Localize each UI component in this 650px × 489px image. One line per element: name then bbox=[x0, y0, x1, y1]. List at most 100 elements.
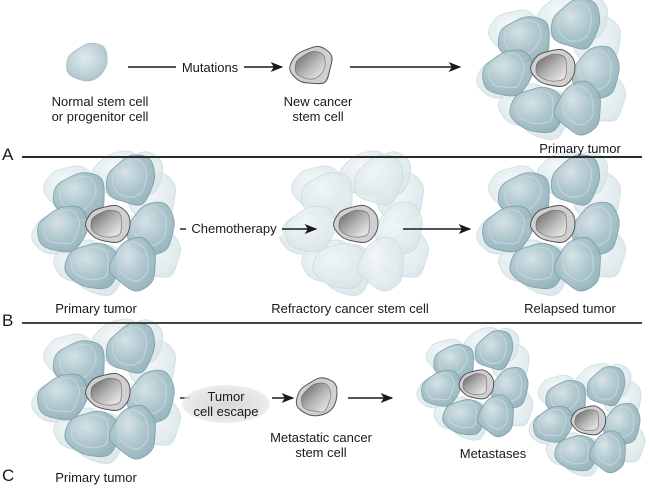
tumor-cell-nucleus-outline bbox=[70, 414, 109, 449]
tumor-cell-nucleus-outline bbox=[487, 53, 526, 89]
tumor-cell bbox=[64, 410, 119, 458]
cancer-stem-cell bbox=[570, 405, 607, 436]
tumor-cell-nucleus-outline bbox=[364, 241, 397, 282]
tumor-cell bbox=[105, 154, 156, 206]
tumor-cell-nucleus-outline bbox=[561, 85, 594, 126]
stem-cell-nucleus bbox=[535, 209, 567, 238]
tumor-cell bbox=[533, 406, 574, 443]
tumor-cell-nucleus-outline bbox=[556, 2, 593, 42]
cancer-stem-cell bbox=[458, 369, 495, 400]
primary-tumor-c bbox=[31, 318, 182, 464]
tumor-cell-nucleus-outline bbox=[116, 241, 149, 282]
tumor-cell-nucleus-outline bbox=[487, 209, 526, 245]
stem-cell-nucleus bbox=[301, 382, 332, 413]
stem-cell-nucleus bbox=[90, 377, 122, 406]
stem-cell-nucleus bbox=[90, 209, 122, 238]
primary-tumor-b bbox=[31, 150, 182, 296]
tumor-cell-escape-label-line2: cell escape bbox=[193, 404, 259, 419]
primary-tumor-label-a: Primary tumor bbox=[539, 141, 621, 156]
normal-stem-cell-label-line1: Normal stem cell bbox=[51, 94, 149, 109]
tumor-cell-nucleus-outline bbox=[479, 333, 508, 365]
tumor-cell bbox=[509, 86, 564, 134]
primary-tumor-label-c: Primary tumor bbox=[55, 470, 137, 485]
tumor-cell bbox=[554, 434, 598, 472]
panel-letter-b: B bbox=[2, 311, 14, 330]
metastasis-2 bbox=[528, 362, 646, 477]
tumor-cell bbox=[588, 430, 626, 474]
relapsed-tumor bbox=[476, 150, 627, 296]
panel-letter-a: A bbox=[2, 145, 14, 164]
normal-stem-cell-label-line2: or progenitor cell bbox=[51, 109, 149, 124]
mutations-label: Mutations bbox=[176, 60, 244, 75]
refractory-tumor-faded bbox=[279, 150, 430, 296]
metastatic-cancer-stem-cell bbox=[295, 377, 338, 417]
tumor-cell-nucleus-outline bbox=[359, 158, 396, 198]
metastatic-cancer-stem-cell-label-line1: Metastatic cancer bbox=[270, 430, 372, 445]
tumor-cell bbox=[509, 242, 564, 290]
metastasis-1 bbox=[416, 326, 534, 441]
tumor-cell-nucleus-outline bbox=[70, 246, 109, 281]
tumor-cell bbox=[586, 366, 626, 407]
tumor-cell bbox=[553, 236, 601, 292]
tumor-cell bbox=[37, 205, 89, 253]
divider-a bbox=[22, 156, 642, 158]
stem-cell-nucleus bbox=[574, 409, 600, 432]
metastatic-cancer-stem-cell-label-line2: stem cell bbox=[295, 445, 347, 460]
new-cancer-stem-cell-label: New cancer stem cell bbox=[268, 94, 368, 124]
new-cancer-stem-cell-label-line1: New cancer bbox=[283, 94, 353, 109]
tumor-cell-nucleus-outline bbox=[483, 398, 509, 430]
normal-stem-cell-body bbox=[66, 42, 108, 82]
metastatic-cancer-stem-cell-label: Metastatic cancer stem cell bbox=[256, 430, 386, 460]
divider-b bbox=[22, 322, 642, 324]
tumor-cell bbox=[482, 49, 534, 97]
tumor-cell bbox=[550, 0, 601, 50]
tumor-cell-escape-cloud bbox=[182, 385, 270, 423]
tumor-cell-nucleus-outline bbox=[591, 369, 620, 401]
refractory-cancer-stem-cell-label: Refractory cancer stem cell bbox=[271, 301, 429, 316]
relapsed-tumor-label: Relapsed tumor bbox=[524, 301, 616, 316]
tumor-cell-nucleus-outline bbox=[290, 209, 329, 245]
normal-stem-cell-label: Normal stem cell or progenitor cell bbox=[40, 94, 160, 124]
tumor-cell-nucleus-outline bbox=[425, 372, 455, 401]
primary-tumor-a bbox=[476, 0, 627, 140]
tumor-cell-nucleus-outline bbox=[537, 408, 567, 437]
tumor-cell-nucleus-outline bbox=[111, 326, 148, 366]
tumor-cell-nucleus-outline bbox=[42, 209, 81, 245]
cancer-stem-cell bbox=[333, 204, 379, 244]
tumor-cell bbox=[550, 154, 601, 206]
new-cancer-stem-cell bbox=[289, 45, 333, 85]
tumor-cell-nucleus-outline bbox=[111, 158, 148, 198]
tumor-cell-nucleus-outline bbox=[556, 158, 593, 198]
primary-tumor-label-b: Primary tumor bbox=[55, 301, 137, 316]
tumor-cell-nucleus-outline bbox=[318, 246, 357, 281]
stem-cell-nucleus bbox=[338, 209, 370, 238]
tumor-cell bbox=[353, 154, 404, 206]
tumor-cell bbox=[482, 205, 534, 253]
tumor-cell-nucleus-outline bbox=[42, 377, 81, 413]
new-cancer-stem-cell-label-line2: stem cell bbox=[292, 109, 344, 124]
tumor-cell bbox=[356, 236, 404, 292]
cancer-stem-cell bbox=[530, 204, 576, 244]
stem-cell-nucleus bbox=[535, 53, 567, 82]
normal-stem-cell bbox=[66, 42, 108, 82]
stem-cell-nucleus bbox=[294, 51, 326, 80]
tumor-cell bbox=[108, 404, 156, 460]
cancer-stem-cell bbox=[530, 48, 576, 88]
tumor-cell-escape-label: Tumor cell escape bbox=[182, 389, 270, 419]
chemotherapy-label: Chemotherapy bbox=[186, 221, 282, 236]
cancer-stem-cell bbox=[85, 204, 131, 244]
tumor-cell bbox=[476, 394, 514, 438]
tumor-cell bbox=[108, 236, 156, 292]
tumor-cell-nucleus-outline bbox=[116, 409, 149, 450]
tumor-cell-nucleus-outline bbox=[595, 434, 621, 466]
tumor-cell bbox=[312, 242, 367, 290]
tumor-cell-nucleus-outline bbox=[515, 90, 554, 125]
tumor-cell-escape-label-line1: Tumor bbox=[207, 389, 245, 404]
tumor-cell-nucleus-outline bbox=[447, 401, 478, 429]
tumor-cell bbox=[442, 398, 486, 436]
tumor-cell bbox=[421, 370, 462, 407]
tumor-cell bbox=[37, 373, 89, 421]
cancer-stem-cell bbox=[85, 372, 131, 412]
tumor-cell bbox=[553, 80, 601, 136]
